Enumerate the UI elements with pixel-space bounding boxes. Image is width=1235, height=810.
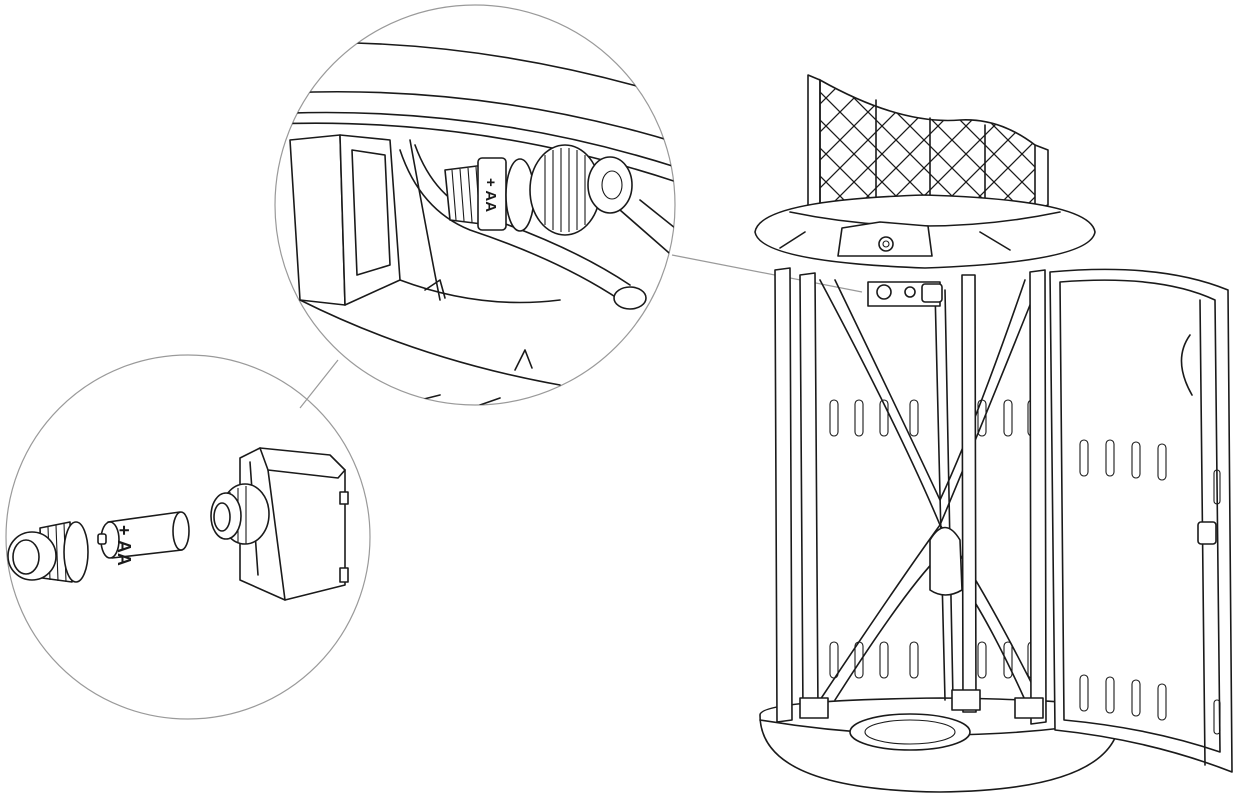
patio-heater xyxy=(754,74,1233,793)
detail-callout-igniter-closeup: + AA xyxy=(274,4,676,406)
heater-top-dome xyxy=(754,194,1096,269)
aa-battery: + AA xyxy=(97,511,190,566)
leader-line-connector xyxy=(299,359,339,409)
heater-base xyxy=(759,697,1121,793)
heater-inner-frame xyxy=(819,279,1041,701)
igniter-button-cap xyxy=(7,521,89,583)
battery-label-closeup: + AA xyxy=(482,178,499,212)
detail-callout-battery-replacement: + AA xyxy=(5,354,371,720)
igniter-module xyxy=(210,447,349,601)
battery-label: + AA xyxy=(114,525,134,566)
leader-line-top xyxy=(671,254,863,293)
heater-open-door xyxy=(1049,268,1233,773)
heater-posts xyxy=(774,267,1047,725)
